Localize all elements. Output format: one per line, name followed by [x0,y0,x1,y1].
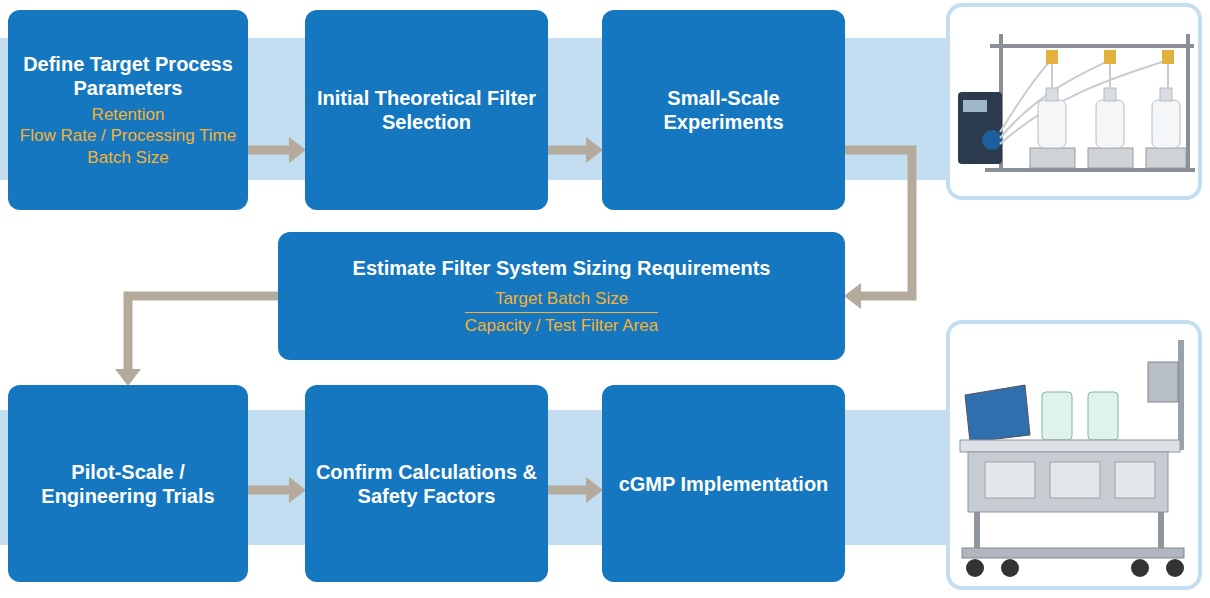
flow-arrow [248,486,295,495]
lab-setup-illustration-part [1088,148,1133,168]
skid-system-illustration-part [966,559,984,577]
box-heading: Pilot-Scale / Engineering Trials [16,460,240,508]
lab-setup-illustration-part [1000,60,1168,144]
process-box: Initial Theoretical Filter Selection [305,10,548,210]
skid-system-illustration-part [962,548,1184,558]
skid-system-illustration-part [968,452,1168,512]
box-heading: Estimate Filter System Sizing Requiremen… [353,256,771,280]
lab-setup-illustration-part [1146,148,1186,168]
skid-system-illustration-part [1158,512,1164,550]
fraction-group: Target Batch SizeCapacity / Test Filter … [465,288,658,336]
box-heading: Initial Theoretical Filter Selection [313,86,540,134]
lab-setup-illustration-part [982,130,1002,150]
flow-arrow [548,486,592,495]
lab-setup-illustration-part [985,168,1195,172]
skid-system-illustration-part [985,462,1035,498]
skid-system-illustration-part [948,322,1200,588]
skid-system-illustration-part [1148,362,1178,402]
skid-system-illustration-part [1088,392,1118,440]
skid-system-illustration-part [1178,340,1184,450]
lab-setup-illustration-part [1096,100,1124,148]
parameter-text: Flow Rate / Processing Time [20,125,236,146]
lab-setup-illustration-part [1104,50,1116,64]
process-box: Pilot-Scale / Engineering Trials [8,385,248,582]
parameter-text: Capacity / Test Filter Area [465,313,658,336]
skid-system-illustration-part [1042,392,1072,440]
skid-system-illustration-part [1131,559,1149,577]
lab-setup-illustration-part [1162,50,1174,64]
lab-setup-illustration-part [1046,88,1058,101]
skid-system-illustration-part [1115,462,1155,498]
skid-system-illustration-part [1001,559,1019,577]
process-box: Estimate Filter System Sizing Requiremen… [278,232,845,360]
flow-arrow [548,146,592,155]
lab-setup-illustration-part [1052,64,1168,88]
box-heading: Small-Scale Experiments [610,86,837,134]
lab-setup-illustration [948,5,1200,198]
lab-setup-illustration-part [958,92,1002,164]
lab-setup-illustration-part [948,5,1200,198]
lab-setup-illustration-part [990,44,1194,48]
skid-system-illustration-part [1166,559,1184,577]
lab-setup-illustration-part [1160,88,1172,101]
skid-system-illustration [948,322,1200,588]
lab-setup-illustration-part [1030,148,1075,168]
lab-setup-illustration-part [1038,100,1066,148]
lab-setup-illustration-part [1046,50,1058,64]
process-box: Define Target Process ParametersRetentio… [8,10,248,210]
process-box: Small-Scale Experiments [602,10,845,210]
parameter-text: Batch Size [87,147,168,168]
flow-arrow [128,296,278,375]
skid-system-illustration-part [974,512,980,550]
parameter-text: Retention [92,104,165,125]
skid-system-illustration-part [965,385,1030,442]
flow-arrow [248,146,295,155]
skid-system-illustration-part [960,440,1180,452]
box-heading: cGMP Implementation [619,472,829,496]
box-heading: Confirm Calculations & Safety Factors [313,460,540,508]
process-box: Confirm Calculations & Safety Factors [305,385,548,582]
lab-setup-illustration-part [1152,100,1180,148]
lab-setup-illustration-part [963,100,987,112]
lab-setup-illustration-part [1104,88,1116,101]
parameter-text: Target Batch Size [465,288,658,312]
lab-setup-illustration-part [1186,34,1190,170]
skid-system-illustration-part [1050,462,1100,498]
box-heading: Define Target Process Parameters [16,52,240,100]
process-box: cGMP Implementation [602,385,845,582]
flow-arrow [845,150,912,296]
